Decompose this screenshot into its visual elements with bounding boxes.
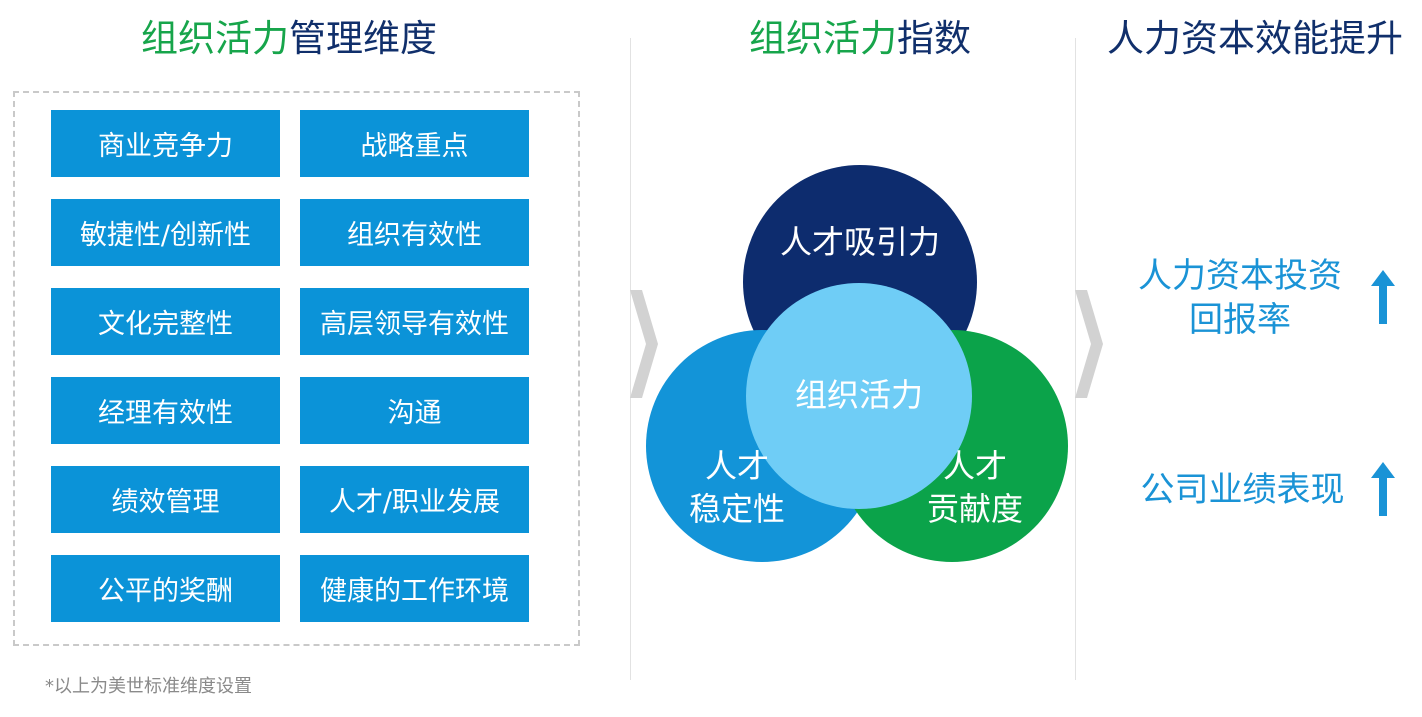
dimension-tile: 经理有效性 — [51, 377, 280, 444]
dimensions-title-green: 组织活力 — [141, 17, 289, 60]
dimension-tile: 人才/职业发展 — [300, 466, 529, 533]
efficiency-title: 人力资本效能提升 — [1107, 17, 1403, 60]
dimension-tile: 商业竞争力 — [51, 110, 280, 177]
contribution-label-line2: 贡献度 — [926, 490, 1023, 528]
dimension-tile: 健康的工作环境 — [300, 555, 529, 622]
roi-label-line1: 人力资本投资 — [1138, 256, 1342, 296]
divider-line — [1075, 38, 1076, 680]
dimension-tile: 组织有效性 — [300, 199, 529, 266]
stability-label-line2: 稳定性 — [688, 490, 785, 528]
contribution-label-line1: 人才 — [942, 447, 1007, 485]
chevron-right-icon — [630, 290, 658, 398]
chevron-right-icon — [1075, 290, 1103, 398]
divider-line — [630, 38, 631, 680]
dimensions-title: 组织活力管理维度 — [104, 14, 474, 64]
roi-label-line2: 回报率 — [1189, 300, 1291, 340]
vitality-label: 组织活力 — [794, 376, 923, 414]
index-title-green: 组织活力 — [749, 17, 897, 60]
arrow-up-icon — [1371, 462, 1395, 516]
index-title-rest: 指数 — [897, 17, 971, 60]
footnote: *以上为美世标准维度设置 — [45, 676, 252, 697]
dimensions-title-rest: 管理维度 — [289, 17, 437, 60]
stability-label-line1: 人才 — [704, 447, 769, 485]
dimension-tile: 高层领导有效性 — [300, 288, 529, 355]
dimensions-box — [13, 91, 580, 646]
dimension-tile: 敏捷性/创新性 — [51, 199, 280, 266]
index-title: 组织活力指数 — [710, 14, 1010, 64]
dimension-tile: 公平的奖酬 — [51, 555, 280, 622]
dimension-tile: 文化完整性 — [51, 288, 280, 355]
dimension-tile: 绩效管理 — [51, 466, 280, 533]
vitality-circle — [746, 283, 972, 509]
performance-label: 公司业绩表现 — [1140, 470, 1345, 510]
dimension-tile: 战略重点 — [300, 110, 529, 177]
arrow-up-icon — [1371, 270, 1395, 324]
attraction-label: 人才吸引力 — [779, 223, 940, 261]
dimension-tile: 沟通 — [300, 377, 529, 444]
